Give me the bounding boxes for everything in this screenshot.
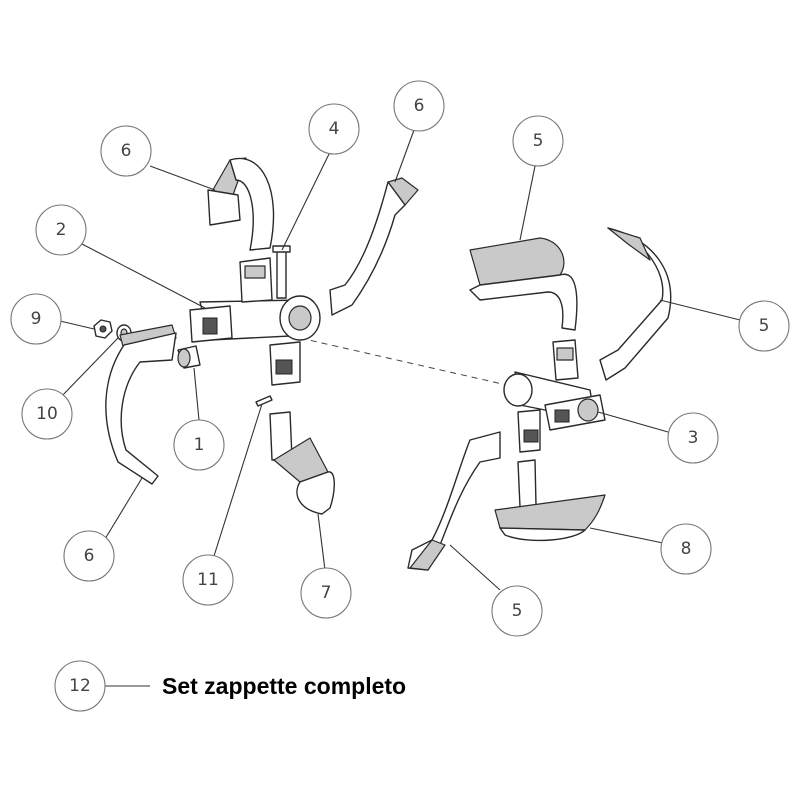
leader-lines	[59, 129, 741, 687]
hub-part-3	[503, 339, 606, 453]
callout-3: 3	[667, 412, 719, 464]
leader-7	[317, 513, 326, 571]
bolt-part-1	[177, 345, 201, 369]
leader-3	[597, 411, 669, 433]
callout-2: 2	[35, 204, 87, 256]
split-pin-part-11	[255, 395, 273, 407]
callout-number: 1	[194, 435, 205, 455]
kit-label: Set zappette completo	[162, 673, 406, 699]
callout-6-bottom-left: 6	[63, 530, 115, 582]
hub-part-2	[189, 257, 321, 386]
callout-10: 10	[21, 388, 73, 440]
callout-number: 7	[321, 583, 332, 603]
pin-part-4	[272, 245, 291, 299]
callout-5-top: 5	[512, 115, 564, 167]
blade-part-5-right	[599, 227, 672, 381]
leader-9	[59, 320, 95, 330]
callout-number: 11	[197, 570, 219, 590]
callout-12: 12	[54, 660, 106, 712]
callout-number: 12	[69, 676, 91, 696]
leader-6-bottom-left	[101, 477, 143, 545]
nut-part-9	[93, 319, 113, 339]
callout-5-right: 5	[738, 300, 790, 352]
callout-number: 6	[121, 141, 132, 161]
leader-6-top-left	[149, 165, 216, 191]
callout-number: 8	[681, 539, 692, 559]
leader-6-top-middle	[394, 129, 415, 183]
leader-5-bottom	[449, 544, 501, 591]
leader-1	[193, 367, 200, 421]
blade-part-8	[494, 459, 606, 542]
callout-6-top-left: 6	[100, 125, 152, 177]
blade-part-5-bottom	[407, 431, 501, 571]
callout-number: 6	[414, 96, 425, 116]
axis-line	[299, 337, 521, 389]
leader-5-top	[519, 165, 536, 241]
callout-9: 9	[10, 293, 62, 345]
leader-10	[59, 337, 119, 399]
callout-number: 6	[84, 546, 95, 566]
callout-5-bottom: 5	[491, 585, 543, 637]
blade-part-6-top-middle	[329, 177, 419, 316]
callout-11: 11	[182, 554, 234, 606]
leader-8	[589, 527, 664, 544]
callout-number: 5	[533, 131, 544, 151]
callout-number: 3	[688, 428, 699, 448]
callout-6-top-middle: 6	[393, 80, 445, 132]
leader-2	[81, 243, 206, 309]
callout-number: 9	[31, 309, 42, 329]
callout-number: 2	[56, 220, 67, 240]
callout-number: 10	[36, 404, 58, 424]
blade-part-6-bottom-left	[105, 324, 177, 485]
blade-part-6-top-left	[207, 157, 275, 251]
callout-4: 4	[308, 103, 360, 155]
callout-7: 7	[300, 567, 352, 619]
blade-part-5-top	[469, 237, 578, 331]
callout-number: 4	[329, 119, 340, 139]
blade-part-7	[269, 411, 335, 515]
callout-1: 1	[173, 419, 225, 471]
callout-number: 5	[759, 316, 770, 336]
callout-8: 8	[660, 523, 712, 575]
leader-5-right	[659, 299, 741, 321]
leader-4	[281, 151, 331, 251]
callout-number: 5	[512, 601, 523, 621]
leader-11	[213, 403, 263, 557]
